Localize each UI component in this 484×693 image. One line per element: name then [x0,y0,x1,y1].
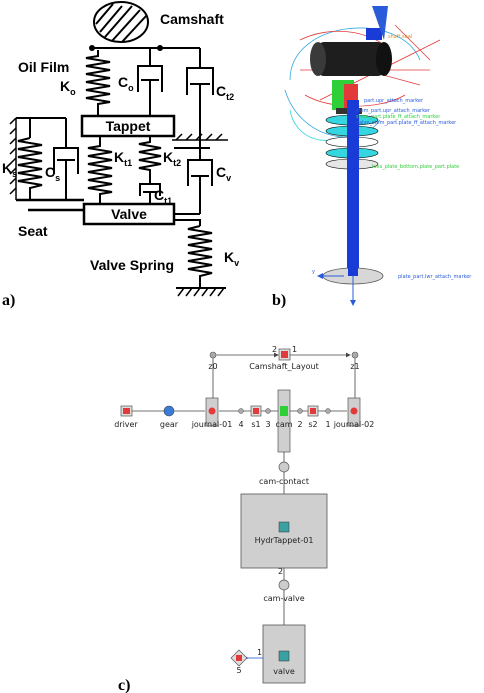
driver-label: driver [114,420,138,429]
marker-stem-upr: stem_part.upr_attach_marker [356,108,431,114]
s1-label: s1 [251,420,260,429]
panel-a-schematic: Tappet [2,1,239,309]
damper-cs [53,118,79,200]
node-1[interactable] [325,408,331,414]
camshaft-label: Camshaft [160,11,224,27]
svg-text:2: 2 [297,420,302,429]
cam-valve-node[interactable] [278,579,290,591]
svg-text:1: 1 [325,420,330,429]
cam-label: cam [275,420,292,429]
valve-stem [347,100,359,275]
node-4[interactable] [238,408,244,414]
panel-c-block-diagram: z0 Camshaft_Layout 2 1 z1 driver gear jo… [114,345,374,693]
marker-shaft-seal: shaft.seal [388,34,412,40]
svg-text:4: 4 [238,420,243,429]
oil-film-label: Oil Film [18,59,69,75]
z1-label: z1 [350,362,359,371]
right-ground-upper [172,133,228,141]
damper-ct2-upper [160,47,214,148]
ks-label: Ks [2,160,17,179]
marker-upr-attach: part.upr_attach_marker [364,98,424,104]
damper-cv [174,147,213,215]
ko-label: Ko [60,78,76,97]
ct1-label: Ct1 [154,187,172,206]
hydr-tappet-label: HydrTappet-01 [255,536,314,545]
seat-label: Seat [18,223,48,239]
gear-label: gear [160,420,179,429]
camshaft-layout-label: Camshaft_Layout [249,362,318,371]
svg-text:5: 5 [236,666,241,675]
camshaft-symbol [93,1,149,43]
panel-b-tag: b) [272,292,286,309]
journal-02-label: journal-02 [333,420,375,429]
spring-kv [174,219,213,288]
kv-label: Kv [224,249,239,268]
gear-icon[interactable] [163,405,175,417]
kt2-label: Kt2 [163,149,181,168]
svg-text:2: 2 [272,345,277,354]
z1-node[interactable] [351,351,359,359]
kt1-label: Kt1 [114,149,132,168]
valve-label: Valve [111,206,147,222]
valve-spring-label: Valve Spring [90,257,174,273]
valve-block-label: valve [273,667,295,676]
journal-01-label: journal-01 [191,420,233,429]
node-2[interactable] [297,408,303,414]
valve-block [82,202,176,226]
axis-y-label: y [312,269,315,275]
damper-co [137,48,163,116]
marker-plate-bottom: lues_plate_bottom.plate_part.plate [372,164,459,170]
node-3[interactable] [265,408,271,414]
left-ground [9,117,17,200]
tappet-label: Tappet [106,118,151,134]
svg-text:1: 1 [292,345,297,354]
svg-text:2: 2 [278,567,283,576]
ct2-upper-label: Ct2 [216,83,234,102]
camshaft-cylinder [310,6,392,76]
spring-ks [16,117,66,200]
cv-label: Cv [216,164,231,183]
cam-contact-node[interactable] [278,461,290,473]
svg-text:3: 3 [265,420,270,429]
panel-c-tag: c) [118,677,130,693]
spring-ko [85,50,111,116]
co-label: Co [118,74,134,93]
marker-plate-lwr: plate_part.lwr_attach_marker [398,274,472,280]
s2-label: s2 [308,420,317,429]
z0-label: z0 [208,362,217,371]
marker-stem-plate: stem_part.plate_ff_attach_marker [356,114,441,120]
marker-valve-stem-plate: valve_stem_part.plate_ff_attach_marker [356,120,457,126]
panel-b-model: shaft.seal y part.upr_attach_marker stem… [272,6,472,309]
cs-label: Cs [45,164,60,183]
spring-kt2 [138,136,162,176]
z0-node[interactable] [209,351,217,359]
svg-text:1: 1 [257,648,262,657]
panel-a-tag: a) [2,292,15,309]
spring-kt1 [87,136,113,206]
tappet-block [80,114,176,138]
bottom-ground [176,287,226,297]
